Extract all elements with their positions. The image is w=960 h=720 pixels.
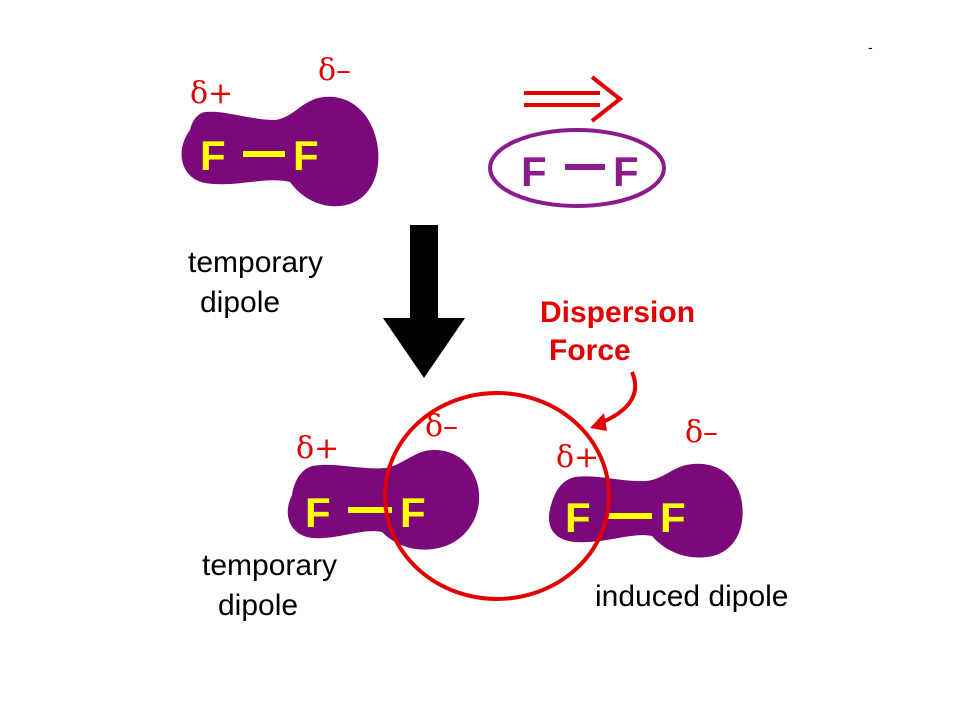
double-arrow-icon xyxy=(524,75,624,123)
force-label-line1: Dispersion xyxy=(540,296,695,329)
curved-arrow-icon xyxy=(590,371,638,431)
top-delta-plus: δ+ xyxy=(190,76,233,111)
top-label-line1: temporary xyxy=(188,246,323,279)
bottom-left-label-line2: dipole xyxy=(218,589,298,622)
bottom-left-atom-right: F xyxy=(400,489,426,536)
bottom-right-label: induced dipole xyxy=(595,580,789,613)
neutral-atom-right: F xyxy=(613,148,639,195)
bottom-right-dipole-blob xyxy=(548,463,743,558)
bottom-right-atom-right: F xyxy=(660,494,686,541)
top-delta-minus: δ– xyxy=(318,53,351,88)
bottom-right-atom-left: F xyxy=(565,494,591,541)
neutral-atom-left: F xyxy=(521,148,547,195)
top-neutral-molecule: F F xyxy=(488,128,666,208)
corner-mark: - xyxy=(868,39,873,55)
bottom-left-label-line1: temporary xyxy=(202,549,337,582)
bottom-left-atom-left: F xyxy=(305,489,331,536)
down-arrow-icon xyxy=(383,225,465,378)
force-label-line2: Force xyxy=(549,334,631,367)
bottom-left-delta-plus: δ+ xyxy=(296,431,339,466)
bottom-right-delta-minus: δ– xyxy=(685,415,718,450)
top-atom-right: F xyxy=(293,132,319,179)
bottom-right-delta-plus: δ+ xyxy=(556,440,599,475)
neutral-molecule-ellipse xyxy=(488,128,666,208)
top-temporary-dipole: F F xyxy=(181,96,379,207)
bottom-right-induced-dipole: F F xyxy=(548,463,743,558)
top-label-line2: dipole xyxy=(200,286,280,319)
top-atom-left: F xyxy=(200,132,226,179)
interaction-circle xyxy=(383,391,611,601)
